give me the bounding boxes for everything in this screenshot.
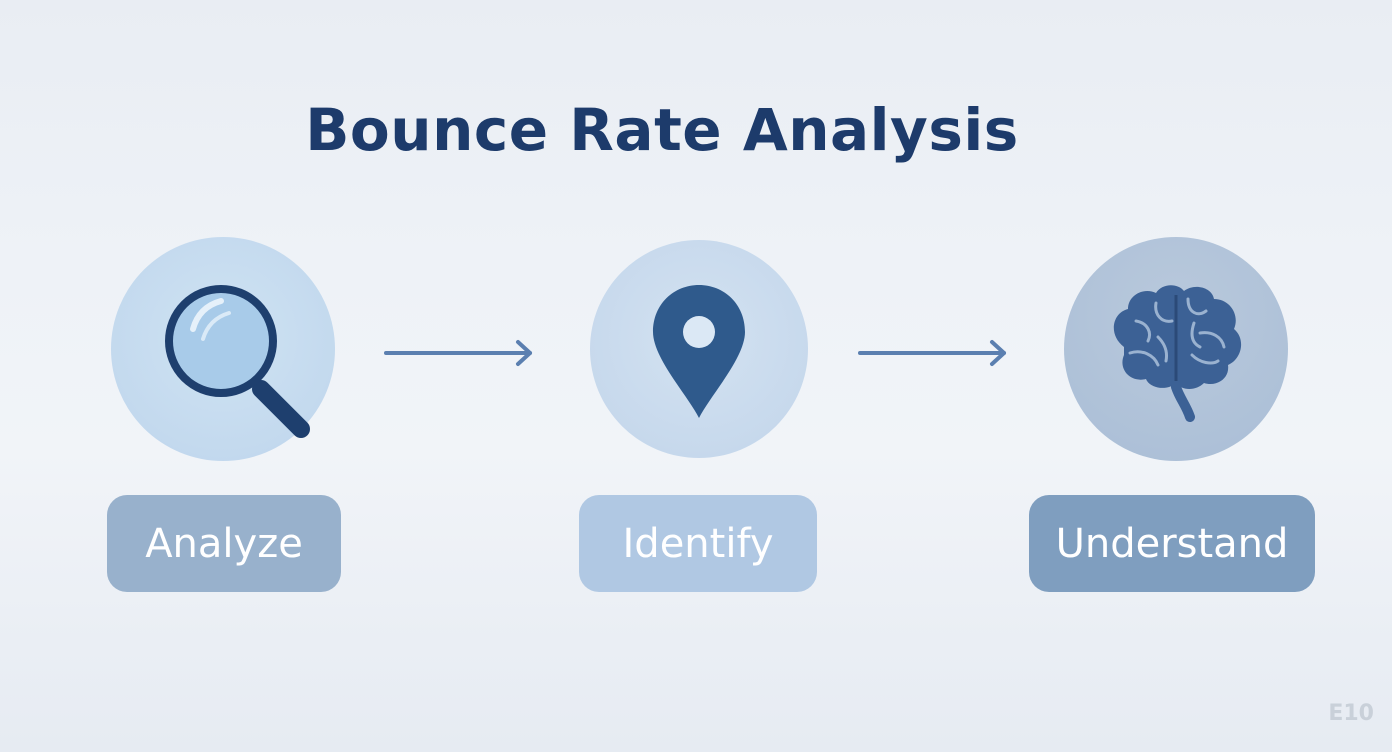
step-label-text: Analyze — [145, 520, 303, 567]
step-label-understand: Understand — [1029, 495, 1315, 592]
analyze-circle — [111, 237, 335, 461]
arrow-2 — [858, 340, 1006, 366]
identify-circle — [590, 240, 808, 458]
step-label-text: Understand — [1055, 520, 1289, 567]
understand-circle — [1064, 237, 1288, 461]
magnifying-glass-icon — [165, 285, 310, 438]
step-label-analyze: Analyze — [107, 495, 341, 592]
watermark-logo: E10 — [1328, 701, 1374, 726]
arrow-1 — [384, 340, 532, 366]
step-label-identify: Identify — [579, 495, 817, 592]
location-pin-icon — [653, 285, 745, 418]
diagram-title: Bounce Rate Analysis — [305, 96, 1019, 164]
brain-icon — [1113, 285, 1242, 422]
step-label-text: Identify — [622, 520, 774, 567]
